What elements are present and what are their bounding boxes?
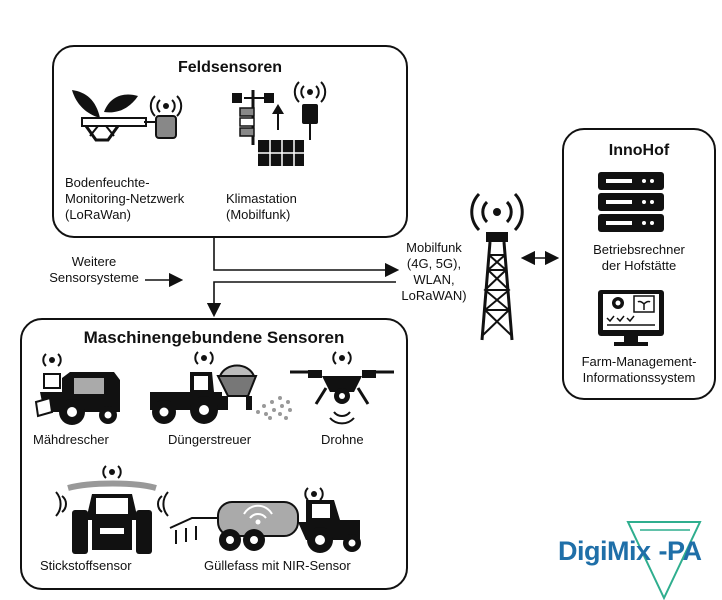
- slurry-tanker-icon: [169, 487, 361, 553]
- other-sensors-label: Weitere Sensorsysteme: [49, 254, 139, 285]
- logo-text-a: DigiMix: [558, 536, 651, 566]
- field-sensors-title: Feldsensoren: [177, 59, 283, 76]
- server-label: Betriebsrechner der Hofstätte: [593, 242, 685, 273]
- innohof-title: InnoHof: [608, 142, 670, 159]
- transmission-label: Mobilfunk (4G, 5G), WLAN, LoRaWAN): [401, 240, 467, 303]
- fertilizer-spreader-label: Düngerstreuer: [168, 432, 252, 447]
- machine-sensors-title: Maschinengebundene Sensoren: [83, 328, 345, 347]
- server-rack-icon: [598, 172, 664, 232]
- connector-lines: [145, 238, 560, 318]
- tractor-front-icon: [55, 465, 169, 554]
- combine-harvester-label: Mähdrescher: [33, 432, 109, 447]
- radio-tower-icon: [470, 192, 524, 341]
- nitrogen-sensor-label: Stickstoffsensor: [40, 558, 132, 573]
- digimix-logo: DigiMix-PA: [558, 536, 702, 567]
- drone-label: Drohne: [321, 432, 364, 447]
- innohof-box: InnoHof: [562, 128, 716, 400]
- soil-network-label: Bodenfeuchte- Monitoring-Netzwerk (LoRaW…: [65, 175, 185, 222]
- slurry-tanker-label: Güllefass mit NIR-Sensor: [204, 558, 351, 573]
- fmis-label: Farm-Management- Informationssystem: [581, 354, 697, 385]
- fertilizer-spreader-icon: [150, 351, 292, 424]
- combine-harvester-icon: [34, 353, 120, 425]
- plant-sensor-icon: [72, 90, 183, 142]
- weather-station-label: Klimastation (Mobilfunk): [226, 191, 297, 222]
- drone-icon: [290, 351, 394, 425]
- field-sensors-box: Feldsensoren: [52, 45, 408, 238]
- weather-station-icon: [232, 81, 327, 166]
- monitor-dashboard-icon: [598, 290, 664, 346]
- logo-mark-icon: [626, 521, 702, 600]
- logo-text-b: -PA: [658, 536, 703, 566]
